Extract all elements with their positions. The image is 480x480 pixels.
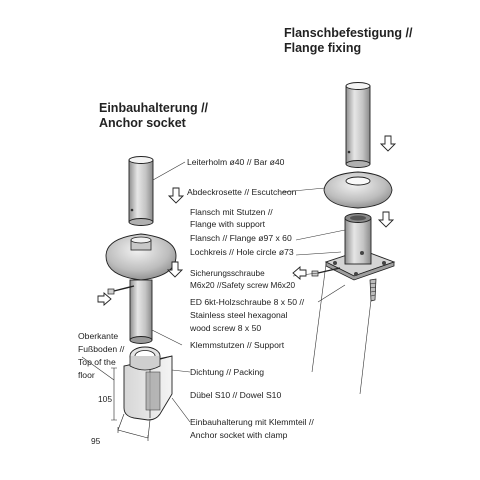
label-floor-4: floor xyxy=(78,370,95,380)
flange-fixing-heading-en: Flange fixing xyxy=(284,41,362,55)
label-dowel: Dübel S10 // Dowel S10 xyxy=(190,390,282,400)
right-flange xyxy=(311,213,396,302)
label-clamp-1: Einbauhalterung mit Klemmteil // xyxy=(190,417,314,427)
label-wood-screw-3: wood screw 8 x 50 xyxy=(190,323,262,333)
label-clamp-2: Anchor socket with clamp xyxy=(190,430,288,440)
label-floor-2: Fußboden // xyxy=(78,344,125,354)
leader-lines xyxy=(81,161,372,423)
label-flange-3: Flansch // Flange ø97 x 60 xyxy=(190,233,292,243)
label-flange-4: Lochkreis // Hole circle ø73 xyxy=(190,247,294,257)
dimension-height: 105 xyxy=(98,394,112,404)
anchor-socket-heading-de: Einbauhalterung // xyxy=(99,101,209,115)
label-floor-1: Oberkante xyxy=(78,331,119,341)
left-flange xyxy=(105,233,177,281)
label-support: Klemmstutzen // Support xyxy=(190,340,285,350)
right-bar xyxy=(345,82,371,168)
label-wood-screw-2: Stainless steel hexagonal xyxy=(190,310,288,320)
flange-fixing-heading-de: Flanschbefestigung // xyxy=(284,26,413,40)
anchor-socket-heading-en: Anchor socket xyxy=(99,116,186,130)
label-wood-screw-1: ED 6kt-Holzschraube 8 x 50 // xyxy=(190,297,305,307)
label-flange-2: Flange with support xyxy=(190,219,265,229)
left-support xyxy=(107,279,153,344)
label-packing: Dichtung // Packing xyxy=(190,367,265,377)
dimension-lines xyxy=(111,367,151,441)
right-escutcheon xyxy=(323,171,393,209)
left-bar xyxy=(128,156,154,226)
label-flange-1: Flansch mit Stutzen // xyxy=(190,207,273,217)
dimension-width: 95 xyxy=(91,436,101,446)
assembly-arrows xyxy=(97,135,397,306)
label-safety-screw-2: M6x20 //Safety screw M6x20 xyxy=(190,281,296,290)
label-bar: Leiterholm ø40 // Bar ø40 xyxy=(187,157,285,167)
label-floor-3: Top of the xyxy=(78,357,116,367)
label-escutcheon: Abdeckrosette // Escutcheon xyxy=(187,187,297,197)
label-safety-screw-1: Sicherungsschraube xyxy=(190,269,265,278)
anchor-socket-block xyxy=(123,346,173,421)
